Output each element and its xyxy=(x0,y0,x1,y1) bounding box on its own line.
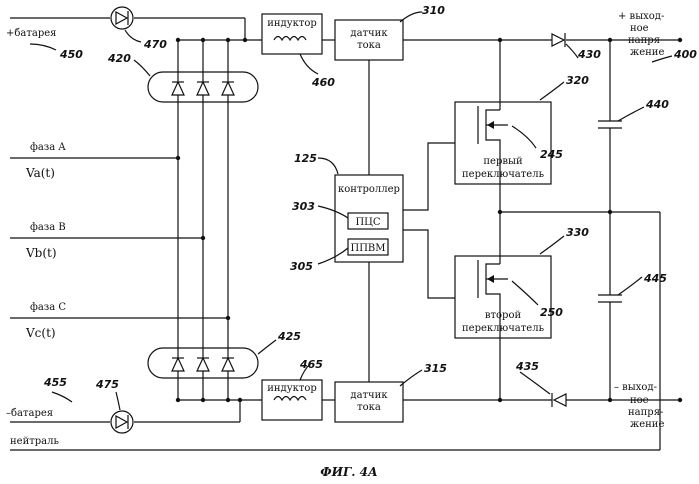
controller-label: контроллер xyxy=(338,184,400,195)
sensor-bottom-label-2: тока xyxy=(357,402,381,413)
battery-diode-470 xyxy=(111,7,133,29)
out-neg-label-4: жение xyxy=(630,419,664,430)
ref-470: 470 xyxy=(143,38,167,51)
ref-320: 320 xyxy=(566,74,589,87)
ref-125: 125 xyxy=(294,152,317,165)
out-neg-label-2: ное xyxy=(630,395,649,406)
ref-250: 250 xyxy=(540,306,563,319)
ref-305: 305 xyxy=(290,260,313,273)
ref-310: 310 xyxy=(422,4,445,17)
ref-440: 440 xyxy=(645,98,669,111)
ref-425: 425 xyxy=(277,330,301,343)
inductor-465: индуктор xyxy=(262,380,322,420)
ppvm-label: ППВМ xyxy=(350,243,385,254)
out-pos-label-4: жение xyxy=(630,47,664,58)
pcs-label: ПЦС xyxy=(355,217,380,228)
switch2-label-1: второй xyxy=(485,310,522,321)
out-pos-label-3: напря- xyxy=(628,35,663,46)
ref-445: 445 xyxy=(643,272,667,285)
figure-caption: ФИГ. 4А xyxy=(320,465,378,479)
out-neg-label-3: напря- xyxy=(628,407,663,418)
phase-b-label: фаза B xyxy=(30,222,66,233)
switch2-label-2: переключатель xyxy=(462,323,545,334)
phase-c-label: фаза C xyxy=(30,302,66,313)
inductor-top-label: индуктор xyxy=(267,18,317,29)
switch1-label-2: переключатель xyxy=(462,169,545,180)
battery-neg-label: –батарея xyxy=(6,408,53,419)
ref-245: 245 xyxy=(540,148,563,161)
ref-303: 303 xyxy=(292,200,315,213)
ref-435: 435 xyxy=(515,360,539,373)
rectifier-425 xyxy=(148,348,258,378)
switch1-label-1: первый xyxy=(483,156,523,167)
ref-315: 315 xyxy=(424,362,447,375)
ref-455: 455 xyxy=(43,376,67,389)
phase-wires xyxy=(10,158,228,318)
phase-a-label: фаза A xyxy=(30,142,66,153)
current-sensor-310: датчик тока xyxy=(335,20,403,60)
sensor-top-label-1: датчик xyxy=(350,28,388,39)
capacitors xyxy=(598,40,622,400)
neutral-label: нейтраль xyxy=(10,436,59,447)
ref-420: 420 xyxy=(107,52,131,65)
ref-430: 430 xyxy=(577,48,601,61)
rectifier-420 xyxy=(148,72,258,102)
first-switch-320: первый переключатель xyxy=(455,40,551,212)
inductor-bottom-label: индуктор xyxy=(267,383,317,394)
output-diode-430 xyxy=(552,33,565,47)
ref-400: 400 xyxy=(673,48,697,61)
ref-460: 460 xyxy=(311,76,335,89)
vc-label: Vc(t) xyxy=(25,326,56,340)
output-diode-435 xyxy=(552,393,566,407)
sensor-top-label-2: тока xyxy=(357,40,381,51)
vb-label: Vb(t) xyxy=(25,246,57,260)
sensor-bottom-label-1: датчик xyxy=(350,390,388,401)
ref-450: 450 xyxy=(59,48,83,61)
battery-diode-475 xyxy=(111,411,133,433)
ref-465: 465 xyxy=(299,358,323,371)
battery-pos-label: +батарея xyxy=(6,28,56,39)
controller-125: контроллер ПЦС ППВМ xyxy=(335,175,403,262)
inductor-460: индуктор xyxy=(262,14,322,54)
va-label: Va(t) xyxy=(25,166,55,180)
current-sensor-315: датчик тока xyxy=(335,382,403,422)
out-neg-label-1: – выход- xyxy=(614,382,657,393)
ref-475: 475 xyxy=(95,378,119,391)
ref-330: 330 xyxy=(566,226,589,239)
out-pos-label-2: ное xyxy=(630,23,649,34)
out-pos-label-1: + выход- xyxy=(618,11,664,22)
